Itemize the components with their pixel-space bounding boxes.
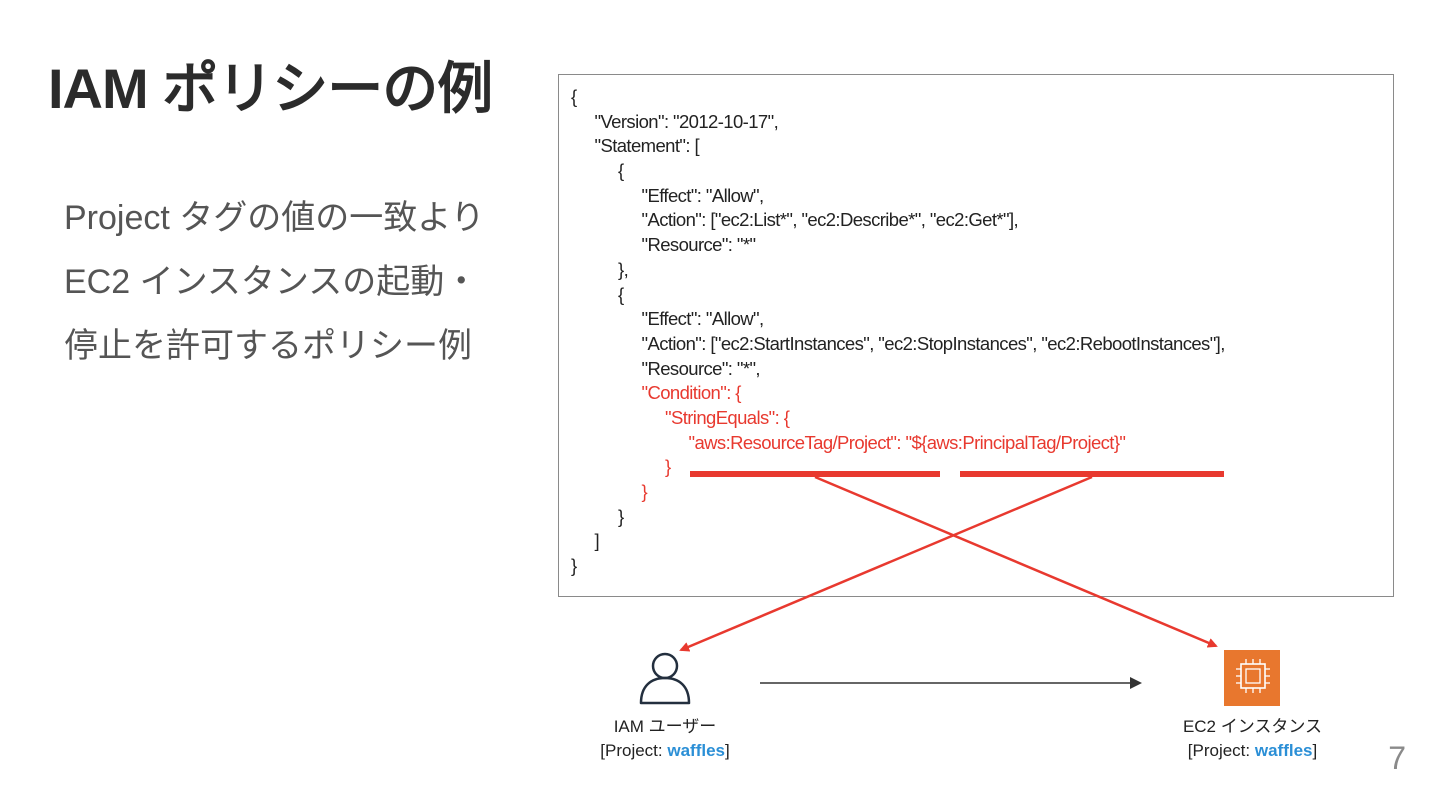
code-line: "aws:ResourceTag/Project": "${aws:Princi… (688, 431, 1126, 453)
code-line: "Effect": "Allow", (641, 308, 765, 330)
slide-description: Project タグの値の一致より EC2 インスタンスの起動・ 停止を許可する… (64, 186, 534, 378)
user-icon (639, 652, 691, 705)
policy-json-box: { "Version": "2012-10-17", "Statement": [ {… (558, 74, 1394, 597)
code-line: } (665, 456, 671, 478)
code-line: { (618, 160, 624, 182)
code-line: }, (618, 258, 629, 280)
code-line: ] (594, 530, 600, 552)
tag-close: ] (725, 741, 730, 760)
code-line: "Resource": "*" (641, 234, 757, 256)
code-line: "Effect": "Allow", (641, 184, 765, 206)
ec2-instance-name: EC2 インスタンス (1182, 717, 1323, 736)
code-line: } (641, 481, 648, 502)
code-line: } (618, 505, 624, 527)
description-line: EC2 インスタンスの起動・ (64, 263, 479, 301)
code-line: "StringEquals": { (665, 406, 790, 428)
code-line: "Statement": [ (594, 135, 700, 157)
description-line: Project タグの値の一致より (64, 199, 485, 237)
slide-title: IAM ポリシーの例 (48, 57, 493, 120)
code-line: { (571, 86, 577, 107)
tag-key: [Project: (1187, 741, 1255, 760)
ec2-instance-tag: [Project: waffles] (1160, 739, 1345, 763)
code-line: } (571, 555, 577, 577)
page-number: 7 (1388, 740, 1406, 776)
arrow-resource-tag-to-ec2 (814, 475, 1218, 648)
tag-value: waffles (667, 741, 725, 760)
ec2-instance-label: EC2 インスタンス [Project: waffles] (1160, 715, 1345, 763)
code-line: "Condition": { (641, 382, 742, 404)
code-line: "Action": ["ec2:List*", "ec2:Describe*",… (641, 209, 1019, 231)
policy-json-code: { "Version": "2012-10-17", "Statement": [ {… (571, 85, 1225, 579)
arrow-principal-tag-to-user (679, 475, 1093, 652)
code-line: { (618, 283, 624, 305)
iam-user-tag: [Project: waffles] (575, 739, 755, 763)
tag-close: ] (1312, 741, 1318, 760)
description-line: 停止を許可するポリシー例 (64, 327, 472, 365)
iam-user-name: IAM ユーザー (613, 717, 717, 736)
code-line: "Action": ["ec2:StartInstances", "ec2:St… (641, 332, 1226, 354)
code-line: "Version": "2012-10-17", (594, 110, 779, 132)
tag-key: [Project: (600, 741, 668, 760)
ec2-chip-icon (1224, 650, 1280, 706)
code-line: "Resource": "*", (641, 357, 761, 379)
tag-value: waffles (1254, 741, 1313, 760)
iam-user-label: IAM ユーザー [Project: waffles] (575, 715, 755, 763)
